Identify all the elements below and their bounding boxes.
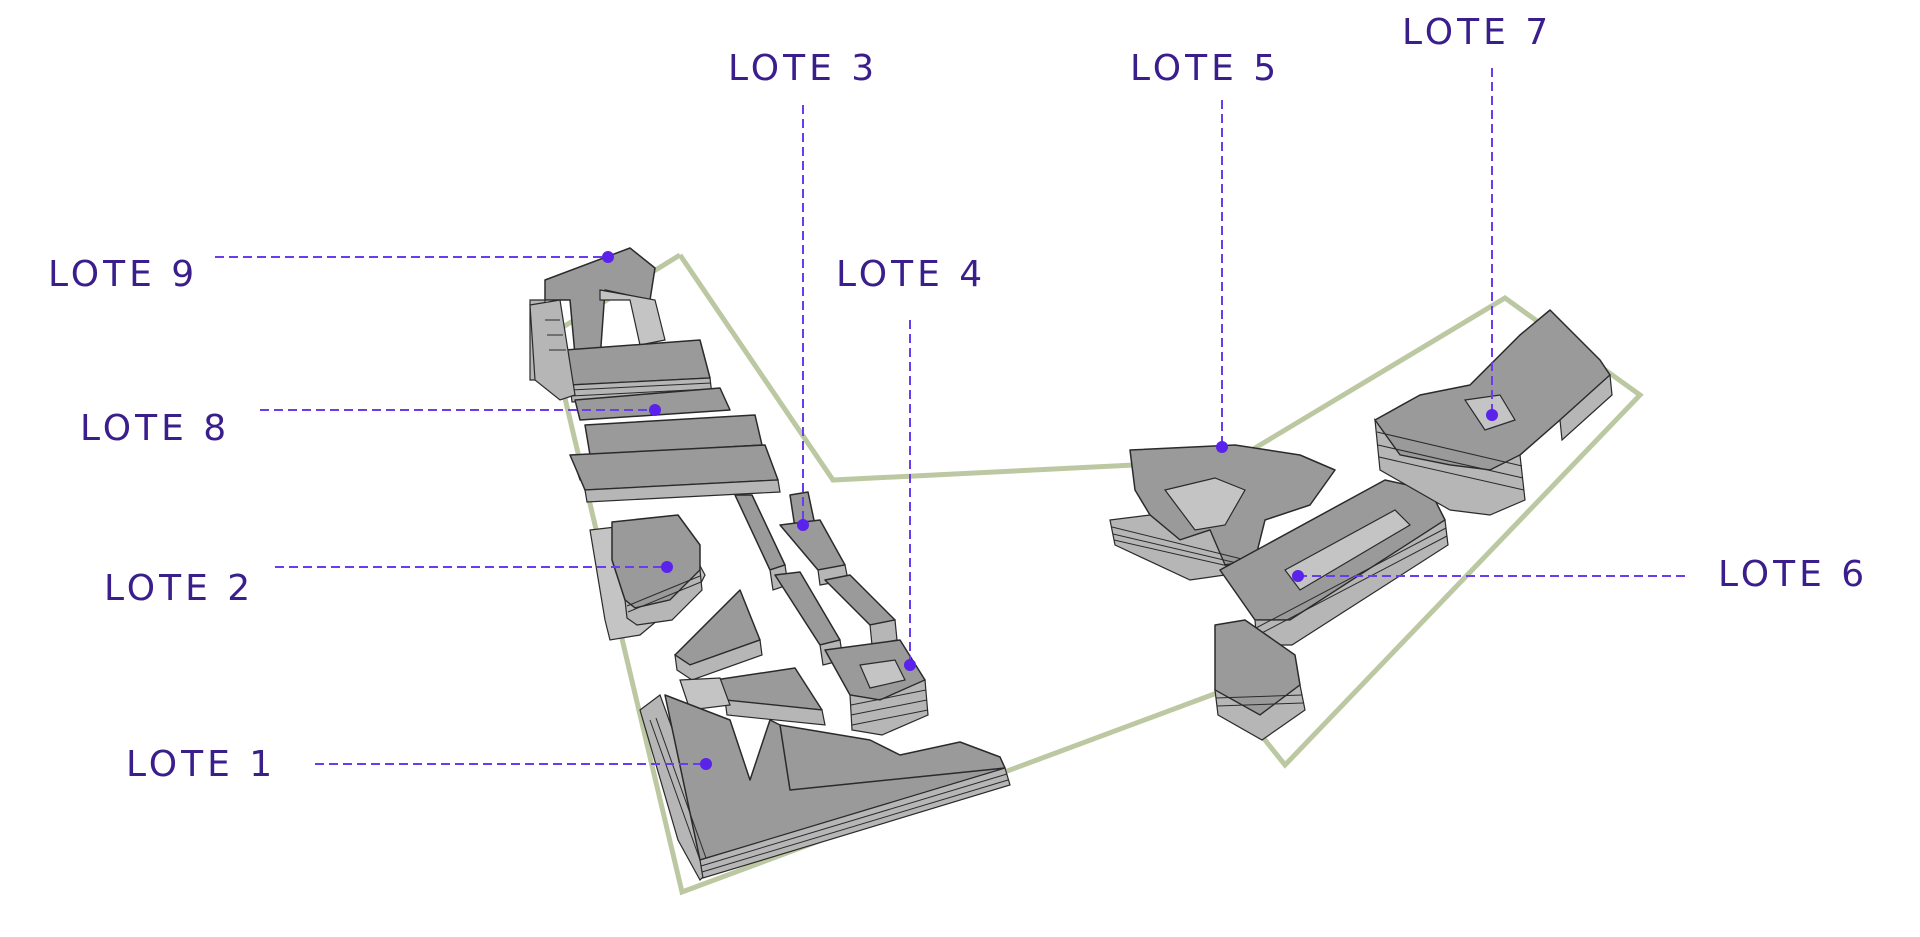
lote-8-buildings [569,387,781,503]
lot-markers [602,251,1498,770]
label-lote-1: LOTE 1 [126,744,276,785]
lote-9-buildings [529,247,713,403]
lote-6-buildings [1214,479,1449,741]
label-lote-3: LOTE 3 [728,48,878,89]
lote-4-buildings [824,639,929,736]
marker-lote-4 [904,659,916,671]
marker-lote-8 [649,404,661,416]
marker-lote-5 [1216,441,1228,453]
label-lote-5: LOTE 5 [1130,48,1280,89]
lote-5-buildings [1109,444,1336,581]
middle-blocks [674,589,826,726]
marker-lote-9 [602,251,614,263]
leader-lines [215,68,1690,765]
label-lote-9: LOTE 9 [48,254,198,295]
marker-lote-7 [1486,409,1498,421]
lote-2-buildings [589,514,706,641]
label-lote-7: LOTE 7 [1402,12,1552,53]
marker-lote-3 [797,519,809,531]
label-lote-4: LOTE 4 [836,254,986,295]
lot-labels: LOTE 9 LOTE 8 LOTE 2 LOTE 1 LOTE 3 LOTE … [48,12,1868,785]
label-lote-8: LOTE 8 [80,408,230,449]
marker-lote-1 [700,758,712,770]
label-lote-6: LOTE 6 [1718,554,1868,595]
lote-3-buildings [734,491,898,666]
marker-lote-2 [661,561,673,573]
label-lote-2: LOTE 2 [104,568,254,609]
marker-lote-6 [1292,570,1304,582]
lote-1-buildings [639,694,1011,881]
